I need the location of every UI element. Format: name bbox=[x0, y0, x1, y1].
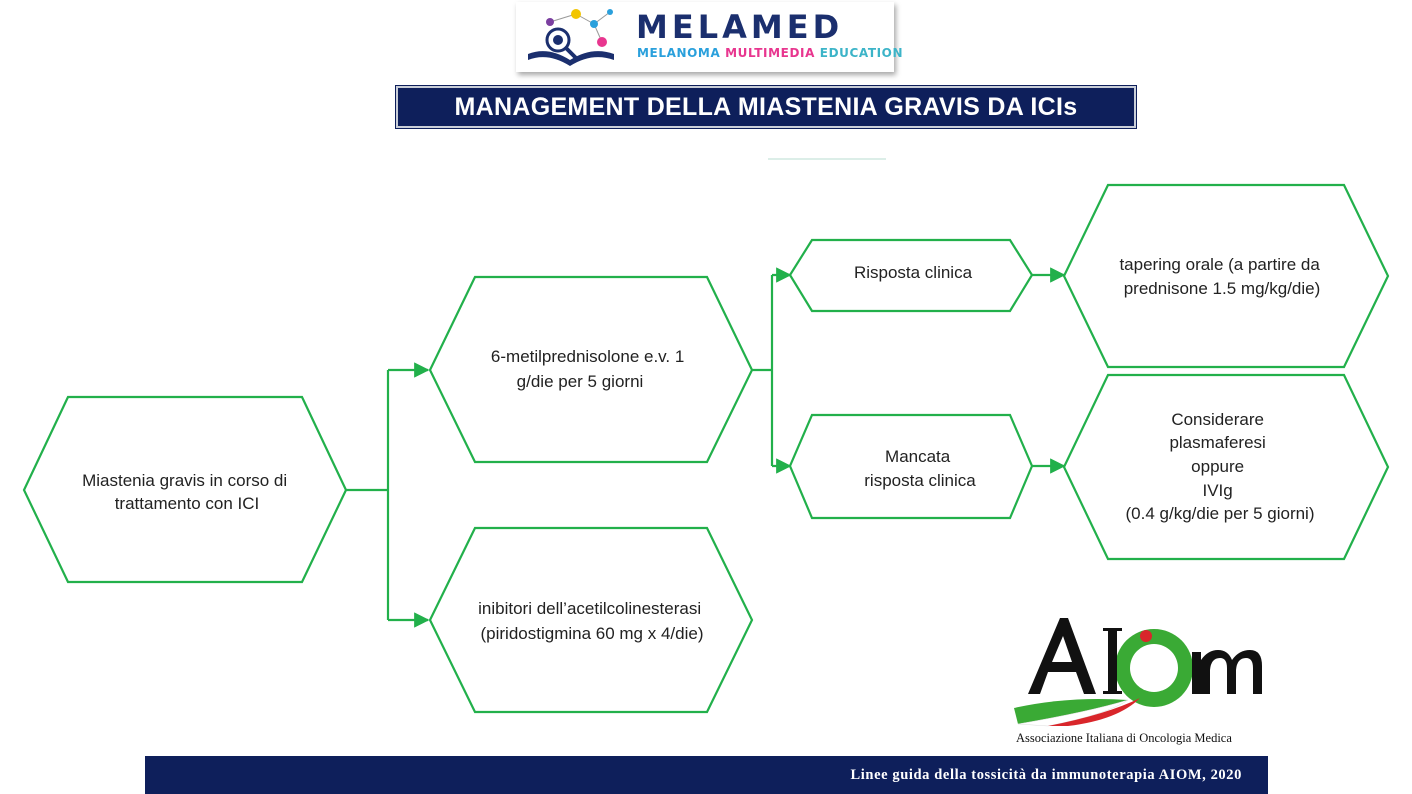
node-response bbox=[788, 238, 1034, 313]
node-response-label: Risposta clinica bbox=[854, 263, 973, 282]
aiom-caption: Associazione Italiana di Oncologia Medic… bbox=[1016, 731, 1232, 745]
page-title: MANAGEMENT DELLA MIASTENIA GRAVIS DA ICI… bbox=[454, 92, 1078, 121]
node-tapering-line: tapering orale (a partire da bbox=[1119, 255, 1320, 274]
node-inhibitors-line: (piridostigmina 60 mg x 4/die) bbox=[481, 624, 704, 643]
node-alternatives bbox=[1062, 373, 1390, 561]
node-no-response-line: Mancata bbox=[885, 447, 951, 466]
node-tapering-label: tapering orale (a partire da prednisone … bbox=[1119, 255, 1324, 298]
node-alternatives-label: Considerare plasmaferesi oppure IVIg (0.… bbox=[1126, 410, 1315, 523]
node-start-line: Miastenia gravis in corso di bbox=[82, 471, 287, 490]
node-no-response bbox=[788, 413, 1034, 520]
logo-tagline-part: EDUCATION bbox=[819, 46, 904, 60]
node-alternatives-line: plasmaferesi bbox=[1169, 433, 1265, 452]
logo-tagline-part: MULTIMEDIA bbox=[725, 46, 820, 60]
title-banner: MANAGEMENT DELLA MIASTENIA GRAVIS DA ICI… bbox=[395, 85, 1137, 129]
node-inhibitors-line: inibitori dell’acetilcolinesterasi bbox=[478, 599, 701, 618]
aiom-logo: Associazione Italiana di Oncologia Medic… bbox=[1014, 618, 1262, 745]
node-start-line: trattamento con ICI bbox=[115, 494, 260, 513]
node-steroid-line: 6-metilprednisolone e.v. 1 bbox=[491, 347, 684, 366]
node-inhibitors-label: inibitori dell’acetilcolinesterasi (piri… bbox=[478, 599, 706, 643]
node-steroid-line: g/die per 5 giorni bbox=[517, 372, 644, 391]
logo-wordmark: MELAMED bbox=[636, 8, 844, 46]
node-start-label: Miastenia gravis in corso di trattamento… bbox=[82, 471, 292, 513]
node-alternatives-line: IVIg bbox=[1203, 481, 1233, 500]
node-response-line: Risposta clinica bbox=[854, 263, 973, 282]
node-tapering bbox=[1062, 183, 1390, 369]
melamed-icon bbox=[528, 9, 614, 66]
node-steroid-label: 6-metilprednisolone e.v. 1 g/die per 5 g… bbox=[491, 347, 689, 391]
node-steroid bbox=[428, 275, 754, 464]
node-no-response-label: Mancata risposta clinica bbox=[864, 447, 976, 490]
logo-tagline-part: MELANOMA bbox=[637, 46, 726, 60]
node-inhibitors bbox=[428, 526, 754, 714]
node-no-response-line: risposta clinica bbox=[864, 471, 976, 490]
node-alternatives-line: oppure bbox=[1191, 457, 1244, 476]
node-alternatives-line: Considerare bbox=[1171, 410, 1264, 429]
footer-bar: Linee guida della tossicità da immunoter… bbox=[145, 756, 1268, 794]
node-tapering-line: prednisone 1.5 mg/kg/die) bbox=[1124, 279, 1321, 298]
footer-citation: Linee guida della tossicità da immunoter… bbox=[850, 766, 1242, 783]
node-alternatives-line: (0.4 g/kg/die per 5 giorni) bbox=[1126, 504, 1315, 523]
melamed-logo: MELAMED MELANOMA MULTIMEDIA EDUCATION bbox=[516, 2, 903, 72]
node-start bbox=[22, 395, 348, 584]
logo-tagline: MELANOMA MULTIMEDIA EDUCATION bbox=[637, 46, 903, 60]
